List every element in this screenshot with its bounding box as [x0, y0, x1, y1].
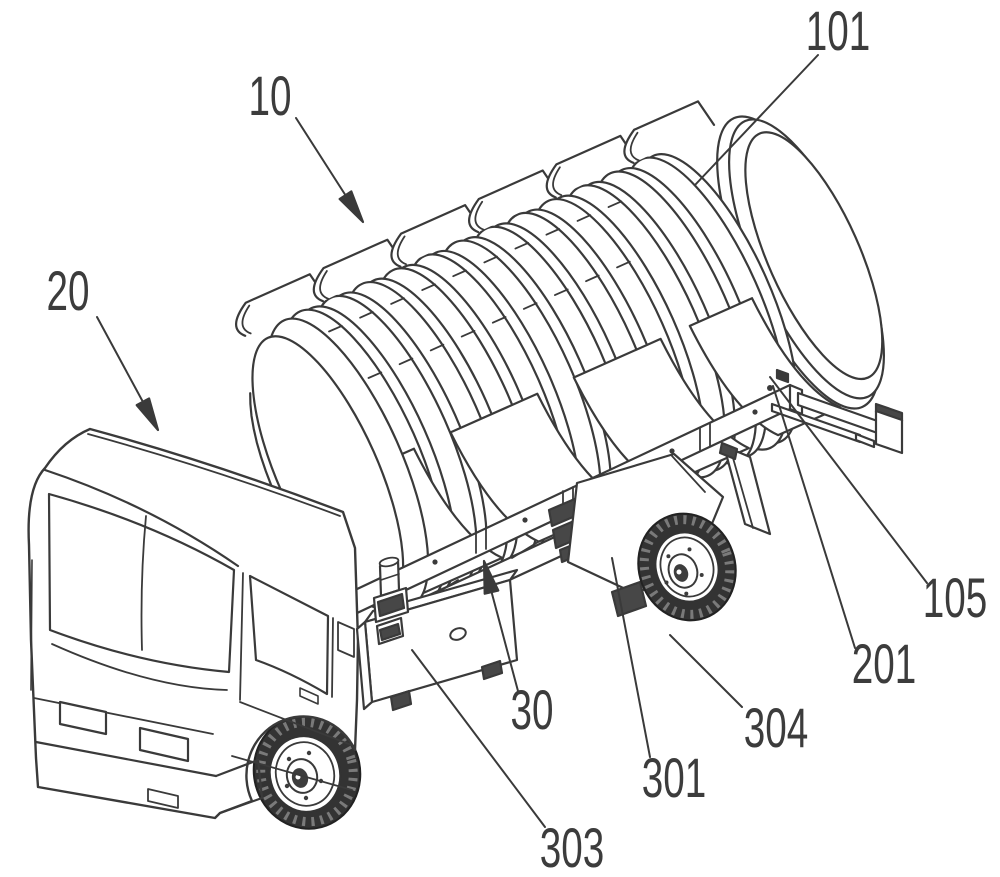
callout-105-leader [769, 376, 928, 584]
under-frame-equipment [355, 556, 519, 712]
callout-leaders [96, 54, 928, 828]
callout-201-leader [772, 385, 856, 649]
callout-30-leader [490, 589, 519, 692]
callout-20-leader [96, 316, 144, 403]
callout-labels: 10 101 20 105 201 304 301 30 303 [47, 0, 988, 877]
callout-301-label: 301 [642, 746, 707, 809]
callout-10-label: 10 [249, 64, 292, 127]
callout-10-arrowhead [338, 190, 365, 224]
callout-301-leader [611, 557, 651, 758]
tank-assembly [235, 100, 885, 609]
truck-cab [27, 427, 360, 820]
rear-wheel-group [566, 452, 737, 622]
callout-101-label: 101 [806, 0, 871, 62]
callout-30-label: 30 [511, 678, 554, 741]
callout-105-label: 105 [923, 566, 988, 629]
callout-101-leader [694, 54, 819, 186]
callout-201-label: 201 [852, 632, 917, 695]
callout-20-label: 20 [47, 259, 90, 322]
callout-303-leader [411, 649, 546, 828]
callout-304-label: 304 [744, 696, 809, 759]
callout-30-arrowhead [482, 559, 500, 595]
callout-303-label: 303 [540, 816, 605, 877]
callout-304-leader [669, 634, 743, 708]
callout-10-leader [295, 117, 347, 197]
callout-20-arrowhead [135, 397, 160, 432]
